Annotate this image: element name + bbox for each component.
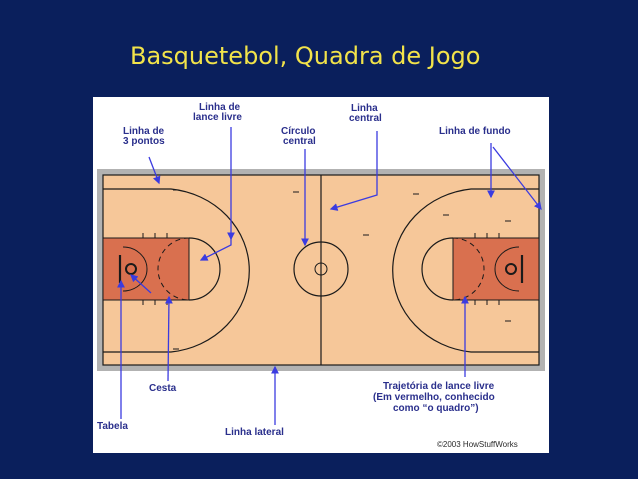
label-lateral: Linha lateral bbox=[225, 427, 284, 438]
label-circulo-2: central bbox=[283, 136, 316, 147]
arrow-center-line bbox=[329, 131, 378, 211]
left-free-throw-arc-dashed bbox=[157, 237, 190, 301]
slide-title: Basquetebol, Quadra de Jogo bbox=[130, 42, 481, 70]
left-restricted-arc bbox=[122, 246, 148, 292]
center-inner-circle bbox=[314, 262, 328, 276]
left-lane-marks bbox=[142, 233, 168, 305]
right-hoop bbox=[505, 263, 517, 275]
label-lance-livre-2: lance livre bbox=[193, 112, 242, 123]
center-circle bbox=[293, 241, 349, 297]
label-circulo-1: Círculo bbox=[281, 126, 315, 137]
right-key bbox=[452, 237, 540, 301]
arrow-three-point bbox=[148, 156, 161, 185]
court-diagram: Linha de lance livre Linha de 3 pontos C… bbox=[93, 97, 549, 453]
floor-ticks bbox=[173, 189, 511, 350]
label-cesta: Cesta bbox=[149, 383, 177, 394]
label-central-2: central bbox=[349, 113, 382, 124]
right-free-throw-arc bbox=[421, 237, 454, 301]
left-three-point-line bbox=[103, 188, 250, 353]
left-free-throw-arc bbox=[188, 237, 221, 301]
copyright-text: ©2003 HowStuffWorks bbox=[437, 440, 518, 449]
label-lance-livre-1: Linha de bbox=[199, 102, 241, 113]
right-three-point-line bbox=[392, 188, 539, 353]
label-trajetoria-3: como “o quadro”) bbox=[393, 403, 479, 414]
label-tabela: Tabela bbox=[97, 421, 128, 432]
label-tres-pontos-1: Linha de bbox=[123, 126, 165, 137]
left-key bbox=[102, 237, 190, 301]
label-central-1: Linha bbox=[351, 103, 378, 114]
right-lane-marks bbox=[474, 233, 500, 305]
left-hoop bbox=[125, 263, 137, 275]
label-trajetoria-1: Trajetória de lance livre bbox=[383, 381, 495, 392]
arrow-cesta bbox=[165, 295, 173, 382]
right-restricted-arc bbox=[494, 246, 520, 292]
label-tres-pontos-2: 3 pontos bbox=[123, 136, 165, 147]
callout-arrows bbox=[117, 127, 542, 425]
label-fundo: Linha de fundo bbox=[439, 126, 511, 137]
label-trajetoria-2: (Em vermelho, conhecido bbox=[373, 392, 495, 403]
court-svg: Linha de lance livre Linha de 3 pontos C… bbox=[97, 102, 545, 449]
